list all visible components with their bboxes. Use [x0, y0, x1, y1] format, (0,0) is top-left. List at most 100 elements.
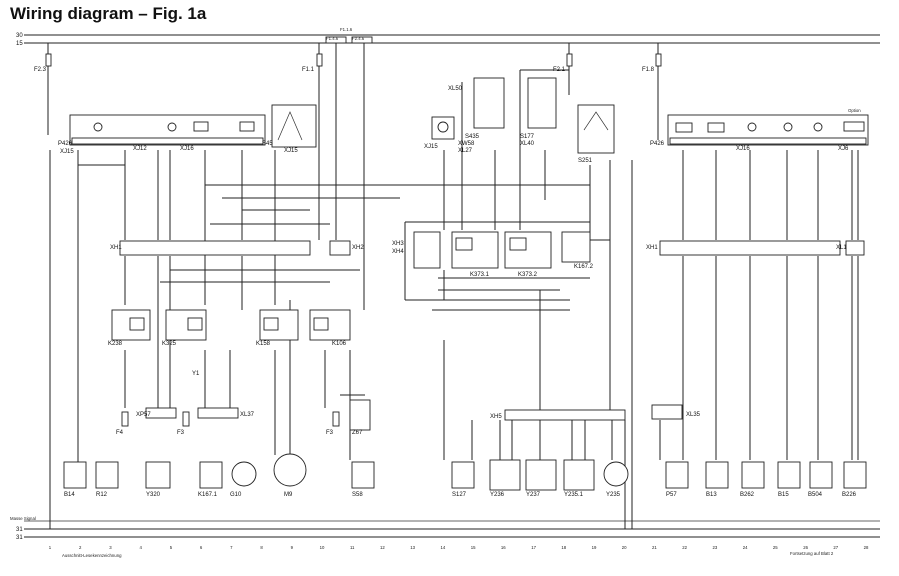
component-s58: S58 [352, 492, 363, 498]
panel-s435: S435 [465, 134, 480, 140]
relay-k106: K106 [332, 341, 347, 347]
connector-xj12: XJ12 [133, 146, 147, 152]
relay-k373-1: K373.1 [470, 272, 490, 278]
component-b262: B262 [740, 492, 755, 498]
component-y320: Y320 [146, 492, 161, 498]
component-y237: Y237 [526, 492, 541, 498]
column-number: 13 [410, 545, 415, 550]
column-number: 17 [531, 545, 536, 550]
connector-xl27: XL27 [458, 148, 473, 154]
connector-xh5: XL37 [240, 412, 255, 418]
column-number: 23 [713, 545, 718, 550]
connector-xh1-left: XH1 [110, 245, 122, 251]
panel-s251: S251 [578, 158, 593, 164]
connector-xl40: XL40 [520, 141, 535, 147]
column-number: 16 [501, 545, 506, 550]
column-number: 20 [622, 545, 627, 550]
column-number: 1 [49, 545, 52, 550]
component-b15: B15 [778, 492, 789, 498]
power-rails: 30 15 Masse Signal 31 31 F1.1.6 [10, 27, 880, 541]
component-b13: B13 [706, 492, 717, 498]
column-number: 8 [260, 545, 263, 550]
column-number: 4 [140, 545, 143, 550]
column-number: 7 [230, 545, 233, 550]
column-number: 27 [833, 545, 838, 550]
connector-xj15-a: XJ15 [60, 149, 74, 155]
component-y235-1: Y235.1 [564, 492, 584, 498]
component-b14: B14 [64, 492, 75, 498]
component-s127: S127 [452, 492, 467, 498]
relay-k238: K238 [108, 341, 123, 347]
connector-xl50: XL50 [448, 86, 463, 92]
fuse-f4: F4 [116, 430, 124, 436]
component-b226: B226 [842, 492, 857, 498]
rail-30-label: 30 [16, 33, 23, 39]
fuse-bus-label: F1.1.6 [340, 27, 353, 32]
component-b504: B504 [808, 492, 823, 498]
rail-15-label: 15 [16, 41, 23, 47]
column-number: 14 [441, 545, 446, 550]
column-number: 12 [380, 545, 385, 550]
rail-31a-label: 31 [16, 527, 23, 533]
fuse-f1-1: F1.1 [302, 67, 315, 73]
relays: K238 K325 K158 K106 K373.1 K373.2 K167.2 [108, 231, 594, 347]
column-number: 9 [291, 545, 294, 550]
column-number: 2 [79, 545, 82, 550]
column-number: 24 [743, 545, 748, 550]
column-number: 21 [652, 545, 657, 550]
column-number: 6 [200, 545, 203, 550]
connector-xh2: XH2 [352, 245, 364, 251]
panel-p426-right: P426 [650, 141, 665, 147]
fuse-f1-8: F1.8 [642, 67, 655, 73]
column-number: 3 [109, 545, 112, 550]
option-label: Option [848, 108, 861, 113]
fuse-f3-a: F3 [177, 430, 185, 436]
fuse-bridge-2: F2.4.6 [352, 36, 365, 41]
column-number: 18 [561, 545, 566, 550]
connector-xj16-a: XJ16 [180, 146, 194, 152]
connector-xj15-c: XJ15 [424, 144, 438, 150]
relay-k167-2: K167.2 [574, 264, 594, 270]
footer-left-note: Ausschnitt-Lesekennzeichnung [62, 553, 122, 558]
component-p57: P57 [666, 492, 677, 498]
bottom-components: B14 R12 Y320 Y1 K167.1 G10 M9 S58 S127 Y… [63, 371, 867, 498]
column-number: 15 [471, 545, 476, 550]
connector-strips: XH1 XH2 XH3 XH4 XH1 XL1 XH5 XP57 XL37 XL… [110, 231, 865, 421]
column-number: 19 [592, 545, 597, 550]
panel-s177: S177 [520, 134, 535, 140]
column-number: 28 [864, 545, 869, 550]
fuse-f2-3: F2.3 [34, 67, 47, 73]
component-k167-1: K167.1 [198, 492, 218, 498]
fuse-f3-b: F3 [326, 430, 334, 436]
instrument-panels: P426 XJ15 XJ12 XJ16 S45 XJ15 S435 S177 X… [58, 77, 869, 164]
component-m9: M9 [284, 492, 293, 498]
column-number: 26 [803, 545, 808, 550]
column-number: 22 [682, 545, 687, 550]
page-title: Wiring diagram – Fig. 1a [10, 4, 207, 23]
fuse-bridge-1: F1.4.6 [326, 36, 339, 41]
component-y1: Y1 [192, 371, 200, 377]
footer-right-note: Fortsetzung auf Blatt 2 [790, 551, 834, 556]
relay-k373-2: K373.2 [518, 272, 538, 278]
connector-xl1: XL1 [836, 245, 847, 251]
connector-xh4: XP57 [136, 412, 151, 418]
column-number: 5 [170, 545, 173, 550]
connector-xh1-right: XH1 [646, 245, 658, 251]
fuse-z67: Z67 [352, 430, 363, 436]
component-y236: Y236 [490, 492, 505, 498]
component-y235: Y235 [606, 492, 621, 498]
connector-xj16-b: XJ16 [736, 146, 750, 152]
connector-xp57: XL35 [686, 412, 701, 418]
connector-xw58: XW58 [458, 141, 475, 147]
connector-xj6: XJ6 [838, 146, 849, 152]
connector-xl37: XH3 [392, 241, 404, 247]
rail-31b-label: 31 [16, 535, 23, 541]
connector-xj15-b: XJ15 [284, 148, 298, 154]
horizontal-wires [78, 69, 611, 420]
connector-xh3: XH5 [490, 414, 502, 420]
connector-xl35: XH4 [392, 249, 404, 255]
column-number: 10 [320, 545, 325, 550]
top-fuses: F2.3 F1.1 F2.1 F1.8 F1.4.6 F2.4.6 [34, 36, 662, 73]
